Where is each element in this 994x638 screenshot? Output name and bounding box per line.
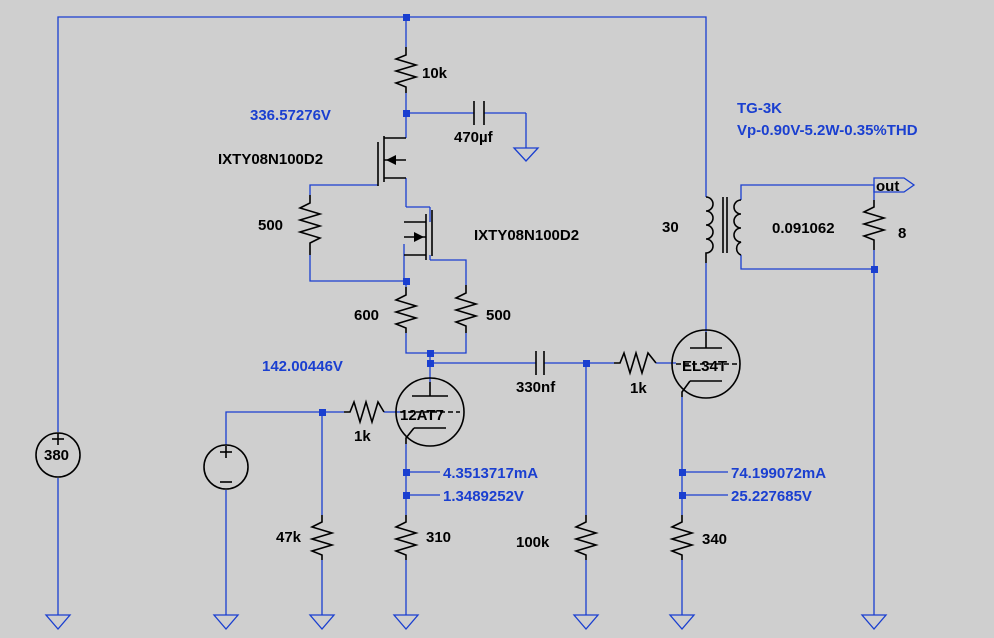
label-r-input: 47k [276,529,302,546]
signal-source[interactable] [203,444,249,490]
ground-symbols [44,147,888,630]
annotation: TG-3K Vp-0.90V-5.2W-0.35%THD [737,100,918,139]
resistor-340[interactable] [669,515,695,560]
mosfet-1[interactable] [377,136,406,186]
label-r-gate2: 500 [486,307,511,324]
resistor-1k-output[interactable] [614,350,657,376]
label-mosfet-2: IXTY08N100D2 [474,227,579,244]
label-mosfet-1: IXTY08N100D2 [218,151,323,168]
resistor-10k[interactable] [393,47,419,93]
label-r-gate1: 500 [258,217,283,234]
resistor-500-gate[interactable] [297,195,323,255]
resistor-500-ccs[interactable] [453,285,479,333]
resistor-8-load[interactable] [861,200,887,250]
annotation-line1: TG-3K [737,100,782,117]
junctions [319,14,878,499]
transformer-tg3k[interactable] [705,196,742,263]
probe-drv-current: 4.3513717mA [443,465,538,482]
probe-out-cathode: 25.227685V [731,488,812,505]
label-r-top: 10k [422,65,448,82]
probe-drv-cathode: 1.3489252V [443,488,524,505]
resistor-600[interactable] [393,287,419,333]
resistor-47k[interactable] [309,515,335,560]
capacitor-330nf[interactable] [535,351,545,375]
tube-12at7[interactable] [395,377,465,447]
resistor-100k[interactable] [573,515,599,560]
label-r-load: 8 [898,225,906,242]
resistor-1k-input[interactable] [344,399,385,425]
label-tube-output: EL34T [682,358,727,375]
label-output-port: out [876,178,899,195]
tube-el34t[interactable] [671,329,741,399]
label-r-grid-stop-out: 1k [630,380,647,397]
label-r-grid-leak: 100k [516,534,550,551]
label-r-grid-stop-in: 1k [354,428,371,445]
capacitor-470uf[interactable] [473,101,485,125]
annotation-line2: Vp-0.90V-5.2W-0.35%THD [737,122,918,139]
label-transformer-ratio: 0.091062 [772,220,835,237]
resistor-310[interactable] [393,515,419,560]
probe-node-filter: 336.57276V [250,107,331,124]
label-supply: 380 [44,447,69,464]
label-r-cathode-drv: 310 [426,529,451,546]
label-transformer-primary: 30 [662,219,679,236]
probe-labels: 336.57276V 142.00446V 4.3513717mA 1.3489… [250,107,826,505]
supply-380[interactable] [35,432,81,478]
label-cap-coupling: 330nf [516,379,556,396]
mosfet-2[interactable] [404,210,433,260]
output-port[interactable] [873,177,916,193]
probe-node-anode: 142.00446V [262,358,343,375]
probe-out-current: 74.199072mA [731,465,826,482]
label-cap-filter: 470µf [454,129,494,146]
component-labels: 10k 470µf IXTY08N100D2 IXTY08N100D2 500 … [44,65,906,551]
label-r-cathode-out: 340 [702,531,727,548]
label-tube-driver: 12AT7 [400,407,444,424]
label-r-ccs: 600 [354,307,379,324]
